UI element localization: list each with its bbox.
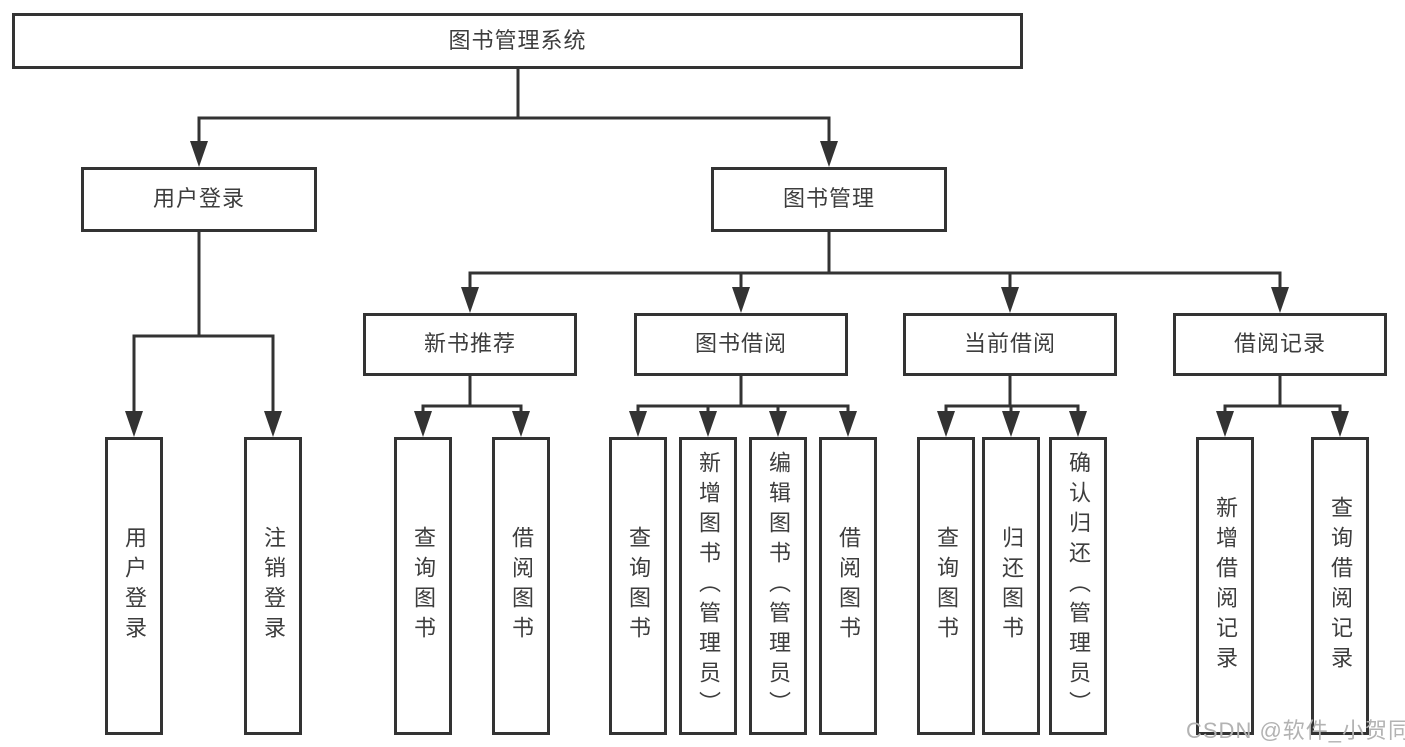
leaf-borrow-books: 借阅图书	[819, 437, 877, 735]
node-root: 图书管理系统	[12, 13, 1023, 69]
node-new-book-recommend: 新书推荐	[363, 313, 577, 376]
node-borrow-records-label: 借阅记录	[1233, 331, 1326, 357]
node-borrow-records: 借阅记录	[1173, 313, 1387, 376]
node-book-management: 图书管理	[711, 167, 947, 232]
leaf-query-books-recommend: 查询图书	[394, 437, 452, 735]
node-current-borrow-label: 当前借阅	[963, 331, 1056, 357]
leaf-query-borrow-record-label: 查询借阅记录	[1328, 496, 1353, 676]
leaf-add-book-admin-label: 新增图书（管理员）	[696, 451, 721, 721]
leaf-borrow-books-recommend: 借阅图书	[492, 437, 550, 735]
leaf-add-book-admin: 新增图书（管理员）	[679, 437, 737, 735]
node-new-book-recommend-label: 新书推荐	[423, 331, 516, 357]
leaf-user-login-label: 用户登录	[122, 526, 147, 646]
leaf-edit-book-admin: 编辑图书（管理员）	[749, 437, 807, 735]
leaf-return-books: 归还图书	[982, 437, 1040, 735]
arrowheads	[125, 141, 1349, 437]
leaf-confirm-return-admin: 确认归还（管理员）	[1049, 437, 1107, 735]
watermark: CSDN @软件_小贺同学	[1186, 718, 1405, 743]
node-root-label: 图书管理系统	[448, 27, 587, 53]
leaf-logout: 注销登录	[244, 437, 302, 735]
leaf-user-login: 用户登录	[105, 437, 163, 735]
leaf-query-books-recommend-label: 查询图书	[411, 526, 436, 646]
leaf-confirm-return-admin-label: 确认归还（管理员）	[1066, 451, 1091, 721]
leaf-logout-label: 注销登录	[261, 526, 286, 646]
leaf-edit-book-admin-label: 编辑图书（管理员）	[766, 451, 791, 721]
leaf-query-books-current: 查询图书	[917, 437, 975, 735]
node-current-borrow: 当前借阅	[903, 313, 1117, 376]
leaf-query-books-current-label: 查询图书	[934, 526, 959, 646]
leaf-add-borrow-record-label: 新增借阅记录	[1213, 496, 1238, 676]
node-user-login-label: 用户登录	[152, 186, 245, 212]
leaf-borrow-books-label: 借阅图书	[836, 526, 861, 646]
leaf-borrow-books-recommend-label: 借阅图书	[509, 526, 534, 646]
leaf-query-borrow-record: 查询借阅记录	[1311, 437, 1369, 735]
leaf-query-books-borrow: 查询图书	[609, 437, 667, 735]
node-user-login: 用户登录	[81, 167, 317, 232]
node-book-management-label: 图书管理	[782, 186, 875, 212]
leaf-return-books-label: 归还图书	[999, 526, 1024, 646]
leaf-add-borrow-record: 新增借阅记录	[1196, 437, 1254, 735]
leaf-query-books-borrow-label: 查询图书	[626, 526, 651, 646]
node-book-borrow: 图书借阅	[634, 313, 848, 376]
node-book-borrow-label: 图书借阅	[694, 331, 787, 357]
